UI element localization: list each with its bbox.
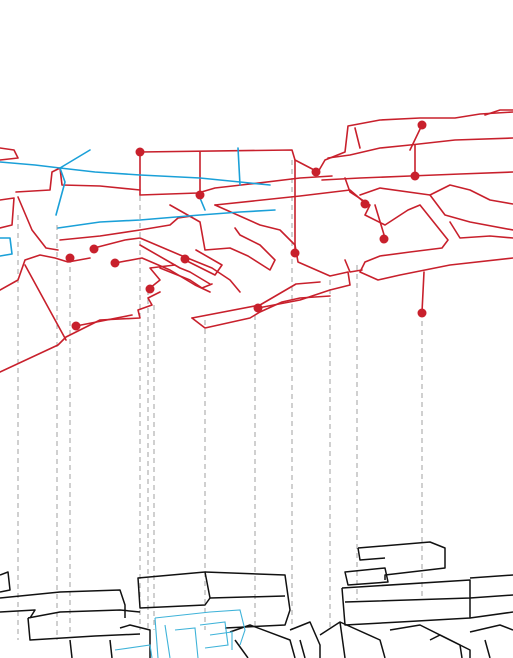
building [299,639,306,658]
building [357,547,386,561]
building [484,639,491,658]
building [429,634,471,658]
node-marker [290,248,300,258]
route-line [55,167,66,216]
upper-plan-layer [0,109,513,373]
plan-outline [149,264,176,289]
building [137,571,211,609]
plan-outline [214,204,351,309]
node-marker [180,254,190,264]
plan-outline [17,196,59,251]
building [229,624,296,658]
building [209,595,286,599]
plan-outline [0,147,19,161]
node-marker [379,234,389,244]
plan-outline [344,177,513,281]
highlighted-building [154,609,246,646]
building [69,639,73,658]
highlighted-building [209,631,233,650]
building [119,624,151,658]
plan-connector [374,204,386,239]
plan-outline [0,197,15,229]
plan-outline [139,149,319,173]
node-marker [135,147,145,157]
building [341,587,471,626]
plan-outline [139,175,333,196]
projection-lines [17,160,423,640]
route-line [59,149,91,169]
node-marker [311,167,321,177]
node-marker [360,199,370,209]
highlighted-building [114,644,153,658]
blue-route [0,147,276,257]
node-marker [65,253,75,263]
highlighted-building [199,621,229,649]
building [357,541,446,580]
node-marker [417,308,427,318]
plan-outline [0,291,161,373]
plan-outline [191,295,331,329]
route-line [57,209,276,229]
plan-outline [0,254,91,291]
plan-outline [59,215,193,241]
highlighted-building [164,624,171,658]
route-line [237,147,241,186]
plan-outline [191,281,321,319]
building [469,594,513,599]
building [109,639,113,658]
building [27,617,141,641]
building [344,567,389,586]
building [0,609,36,619]
plan-connector [214,189,366,206]
plan-outline [429,194,513,231]
plan-connector [421,271,425,313]
building [469,611,513,619]
building [469,624,513,633]
plan-outline [327,137,513,159]
node-marker [71,321,81,331]
building [339,621,346,658]
plan-outline [169,204,276,271]
node-marker [410,171,420,181]
building [204,571,291,629]
plan-outline [15,167,141,193]
plan-outline [24,264,67,341]
plan-outline [449,221,513,239]
plan-outline [159,267,213,289]
highlighted-building [154,617,159,658]
plan-connector [75,314,133,327]
building [319,621,386,658]
plan-outline [344,259,363,273]
plan-outline [484,109,513,116]
node-marker [253,303,263,313]
node-markers [65,120,427,331]
route-line [199,197,206,211]
plan-connector [409,124,423,151]
node-marker [145,284,155,294]
node-marker [89,244,99,254]
building [0,589,126,618]
node-marker [110,258,120,268]
plan-outline [139,244,211,285]
building [0,571,11,593]
building-massing [0,541,513,658]
building [341,579,471,603]
route-line [0,161,271,186]
building [27,609,141,619]
node-marker [195,190,205,200]
building [389,624,463,658]
plan-outline [359,184,513,205]
route-line [0,237,13,257]
plan-outline [184,249,223,276]
plan-outline [321,171,513,181]
plan-outline [354,127,361,149]
highlighted-building [174,627,199,658]
building [469,574,513,579]
building [234,639,249,658]
node-marker [417,120,427,130]
plan-outline [93,237,241,293]
building [289,621,321,658]
